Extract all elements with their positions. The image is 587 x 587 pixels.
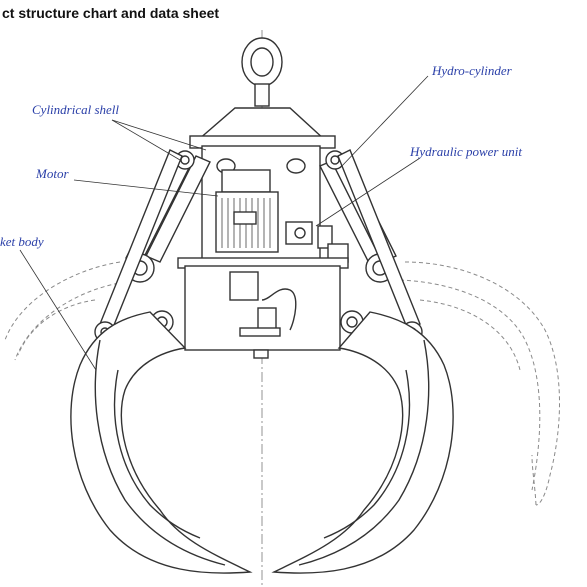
bucket-jaw-left [70,311,253,574]
label-cylindrical-shell: Cylindrical shell [32,102,119,117]
label-motor: Motor [35,166,69,181]
label-bucket-body: ket body [0,234,44,249]
hanger-plate [196,107,327,141]
lower-body [177,257,349,359]
motor [215,169,279,253]
bucket-jaw-right [271,311,454,574]
label-hydraulic-power-unit: Hydraulic power unit [409,144,522,159]
label-hydro-cylinder: Hydro-cylinder [431,63,513,78]
link-arm-right [337,149,421,331]
callout-leaders [19,75,429,371]
figure-heading: ct structure chart and data sheet [2,5,220,21]
